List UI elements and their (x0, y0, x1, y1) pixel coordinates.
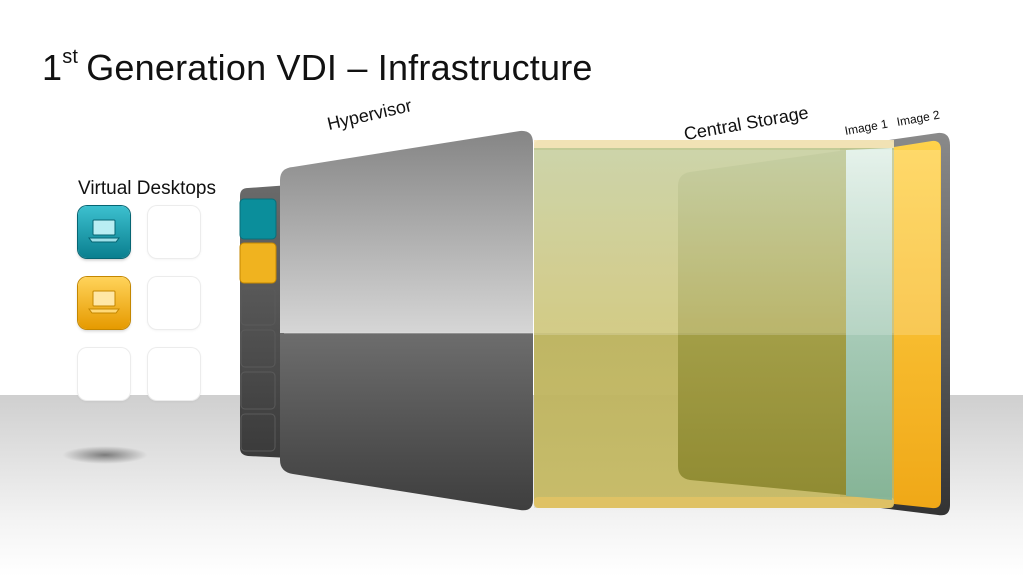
hypervisor-slot-empty (240, 329, 276, 368)
virtual-desktop-empty (148, 277, 200, 329)
hypervisor-slot-empty (240, 371, 276, 410)
virtual-desktop-teal (78, 206, 130, 258)
storage-volume (678, 150, 846, 495)
laptop-icon (88, 290, 120, 314)
laptop-icon (88, 219, 120, 243)
image-1-volume (846, 148, 892, 500)
desktops-shadow (62, 446, 148, 464)
virtual-desktop-amber (78, 277, 130, 329)
hypervisor-slot-amber (239, 242, 277, 284)
image-2-volume (894, 140, 941, 509)
hypervisor-panel (280, 130, 533, 511)
virtual-desktop-empty (148, 348, 200, 400)
virtual-desktop-empty (78, 348, 130, 400)
storage-highlight (534, 150, 940, 335)
virtual-desktops-grid (78, 206, 202, 402)
central-storage-panel (534, 140, 894, 508)
hypervisor-slot-empty (240, 287, 276, 326)
virtual-desktop-empty (148, 206, 200, 258)
virtual-desktops-label: Virtual Desktops (78, 178, 216, 199)
hypervisor-slot-empty (240, 413, 276, 452)
hypervisor-slot-teal (239, 198, 277, 240)
hypervisor-slot-bar (239, 185, 290, 458)
